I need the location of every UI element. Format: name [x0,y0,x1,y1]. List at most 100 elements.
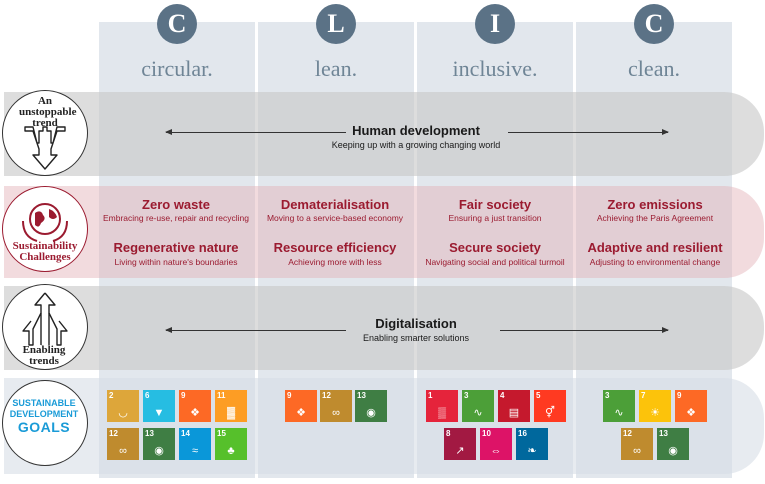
column-name-circular: circular. [141,56,213,81]
challenge-regenerative-nature-subtitle: Living within nature's boundaries [114,257,238,267]
challenge-secure-society-subtitle: Navigating social and political turmoil [425,257,565,267]
column-letter-circular: C [157,4,197,44]
sdg-tile-number: 3 [464,391,469,400]
globe-hands-icon [22,203,68,242]
cubes-icon: ❖ [190,407,200,419]
trend-band [4,92,764,176]
bowl-icon: ◡ [118,407,128,419]
cubes-icon: ❖ [296,407,306,419]
sdg-tile-3: 3∿ [462,390,494,422]
sdg-tile-13: 13◉ [143,428,175,460]
enabling-label: Enabling trends [22,344,66,367]
sdg-tile-number: 14 [181,429,190,438]
sdg-tile-number: 9 [287,391,292,400]
challenge-zero-emissions-subtitle: Achieving the Paris Agreement [596,213,714,223]
sdg-tile-4: 4▤ [498,390,530,422]
challenge-fair-society-subtitle: Ensuring a just transition [448,213,542,223]
cubes-icon: ❖ [686,407,696,419]
challenges-label: Sustainability Challenges [12,240,78,263]
sdg-tile-6: 6▼ [143,390,175,422]
sdg-tile-number: 1 [428,391,433,400]
heartbeat-icon: ∿ [473,407,483,419]
sdg-tile-number: 10 [482,429,491,438]
trend-title: Human development [352,123,480,138]
sdg-tile-9: 9❖ [285,390,317,422]
challenge-regenerative-nature-title: Regenerative nature [113,240,239,255]
sdg-tile-number: 8 [446,429,451,438]
gender-icon: ⚥ [545,407,555,419]
eye-globe-icon: ◉ [154,445,164,457]
sdg-tile-12: 12∞ [320,390,352,422]
converging-arrows-icon [24,126,66,170]
sdg-tile-number: 9 [181,391,186,400]
sdg-tile-2: 2◡ [107,390,139,422]
fish-icon: ≈ [191,445,199,457]
challenge-adaptive-resilient-subtitle: Adjusting to environmental change [589,257,721,267]
sdg-tile-10: 10 ⇔ [480,428,512,460]
sdg-tile-number: 4 [500,391,505,400]
column-letter-inclusive: I [475,4,515,44]
enabling-subtitle: Enabling smarter solutions [362,333,470,343]
sdg-tile-number: 5 [536,391,541,400]
heartbeat-icon: ∿ [614,407,624,419]
dove-icon: ❧ [527,445,537,457]
challenge-resource-efficiency-subtitle: Achieving more with less [288,257,382,267]
challenge-secure-society-title: Secure society [449,240,541,255]
sdg-tile-number: 15 [217,429,226,438]
challenge-dematerialisation-subtitle: Moving to a service-based economy [266,213,404,223]
sdg-tile-number: 13 [145,429,154,438]
sdg-tile-14: 14≈ [179,428,211,460]
challenge-zero-waste-subtitle: Embracing re-use, repair and recycling [103,213,249,223]
sdg-tile-number: 12 [623,429,632,438]
sdg-circle [2,380,88,466]
sdg-tile-number: 13 [659,429,668,438]
buildings-icon: ▓ [226,407,236,419]
sdg-tile-16: 16❧ [516,428,548,460]
trend-circle [2,90,88,176]
sdg-tile-9: 9❖ [179,390,211,422]
enabling-circle [2,284,88,370]
column-name-clean: clean. [628,56,680,81]
sdg-tile-13: 13◉ [355,390,387,422]
eye-globe-icon: ◉ [668,445,678,457]
column-name-lean: lean. [314,56,358,81]
trend-arrow-right [508,129,669,135]
infinity-icon: ∞ [633,445,641,457]
sdg-tile-12: 12∞ [107,428,139,460]
tree-icon: ♣ [227,445,235,457]
trend-label: An unstoppable trend [19,95,77,129]
sdg-logo-goals: GOALS [17,419,71,435]
sdg-tile-number: 11 [217,391,226,400]
sdg-logo-top: SUSTAINABLE DEVELOPMENT [9,398,79,419]
challenge-dematerialisation-title: Dematerialisation [280,197,390,212]
enabling-title: Digitalisation [375,316,457,331]
infinity-icon: ∞ [332,407,340,419]
sdg-tile-number: 16 [518,429,527,438]
sun-icon: ☀ [650,407,660,419]
sdg-tile-13: 13◉ [657,428,689,460]
sdg-tile-number: 6 [145,391,150,400]
infinity-icon: ∞ [119,445,127,457]
sdg-tile-11: 11▓ [215,390,247,422]
challenge-fair-society-title: Fair society [458,197,532,212]
sdg-tile-3: 3∿ [603,390,635,422]
sdg-tile-number: 7 [641,391,646,400]
eye-globe-icon: ◉ [366,407,376,419]
equality-icon: ⇔ [490,445,502,457]
sdg-tile-number: 3 [605,391,610,400]
enabling-arrow-left [165,327,346,333]
trend-subtitle: Keeping up with a growing changing world [331,140,501,150]
sdg-tile-number: 13 [357,391,366,400]
sdg-tile-9: 9❖ [675,390,707,422]
sdg-tile-12: 12∞ [621,428,653,460]
sdg-tile-15: 15♣ [215,428,247,460]
column-letter-clean: C [634,4,674,44]
sdg-tile-number: 12 [322,391,331,400]
challenge-resource-efficiency-title: Resource efficiency [273,240,397,255]
family-icon: ▒ [438,407,446,419]
column-name-inclusive: inclusive. [452,56,538,81]
sdg-tile-number: 2 [109,391,114,400]
book-icon: ▤ [508,407,520,419]
diverging-arrows-icon [22,292,68,346]
column-letter-lean: L [316,4,356,44]
